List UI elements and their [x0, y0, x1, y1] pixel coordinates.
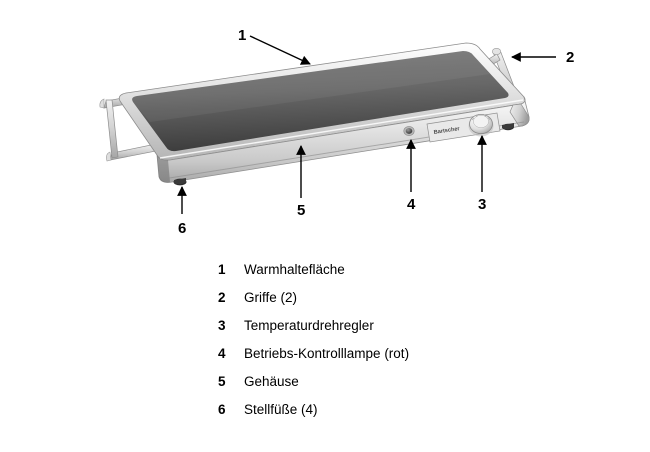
- callout-number-3: 3: [478, 196, 487, 213]
- foot-front-left-body: [174, 178, 186, 185]
- legend-label: Stellfüße (4): [244, 402, 318, 417]
- legend-item: 3 Temperaturdrehregler: [218, 318, 618, 346]
- product-figure: Bartscher: [99, 27, 575, 237]
- legend-label: Temperaturdrehregler: [244, 318, 374, 333]
- adjustable-feet: [173, 123, 514, 186]
- callout-number-6: 6: [178, 220, 187, 237]
- callout-leaders: [177, 35, 556, 214]
- knob-cap: [473, 115, 489, 128]
- plate-sheen: [132, 51, 490, 122]
- legend-number: 6: [218, 402, 226, 417]
- temperature-knob[interactable]: [468, 114, 494, 137]
- legend-label: Warmhaltefläche: [244, 262, 345, 277]
- legend-number: 5: [218, 374, 226, 389]
- parts-legend: 1 Warmhaltefläche 2 Griffe (2) 3 Tempera…: [218, 262, 618, 430]
- legend-label: Betriebs-Kontrolllampe (rot): [244, 346, 410, 361]
- product-illustration: Bartscher: [99, 35, 556, 214]
- callout-number-2: 2: [566, 49, 575, 66]
- legend-number: 4: [218, 346, 226, 361]
- leader-1: [249, 35, 311, 65]
- indicator-lamp-lens: [405, 128, 413, 134]
- knob-knurl: [471, 114, 491, 121]
- housing-left-corner: [157, 155, 170, 183]
- legend-number: 1: [218, 262, 226, 277]
- foot-front-right-body: [502, 123, 514, 130]
- legend-item: 4 Betriebs-Kontrolllampe (rot): [218, 346, 618, 374]
- housing-highlight: [159, 99, 524, 159]
- legend-item: 2 Griffe (2): [218, 290, 618, 318]
- appliance-body: Bartscher: [118, 42, 530, 186]
- callout-number-5: 5: [297, 202, 306, 219]
- callout-number-1: 1: [238, 27, 247, 44]
- indicator-lamp[interactable]: [403, 126, 415, 136]
- legend-item: 6 Stellfüße (4): [218, 402, 618, 430]
- warming-surface: [132, 51, 509, 152]
- legend-label: Gehäuse: [244, 374, 299, 389]
- callout-number-4: 4: [407, 196, 416, 213]
- legend-item: 1 Warmhaltefläche: [218, 262, 618, 290]
- legend-item: 5 Gehäuse: [218, 374, 618, 402]
- brand-logo: Bartscher: [433, 126, 461, 136]
- legend-number: 3: [218, 318, 226, 333]
- housing-right-panel: [509, 103, 530, 127]
- legend-number: 2: [218, 290, 226, 305]
- legend-label: Griffe (2): [244, 290, 298, 305]
- brand-logo-text: Bartscher: [433, 126, 461, 136]
